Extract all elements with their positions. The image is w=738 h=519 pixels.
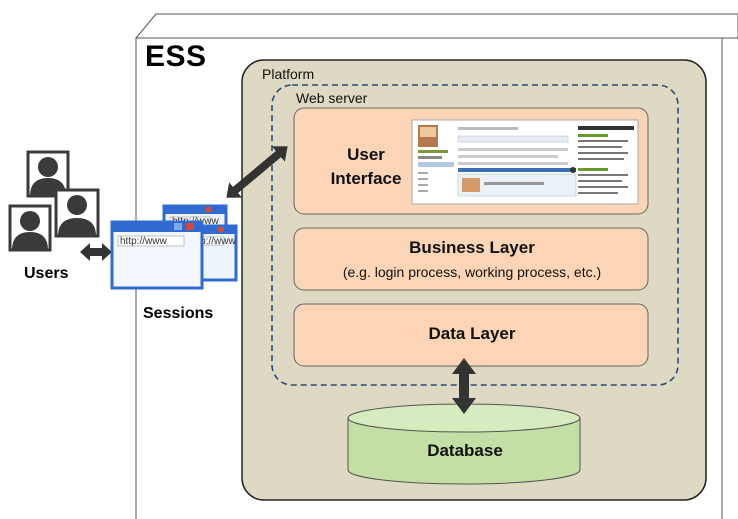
person-icon xyxy=(54,188,100,238)
sessions-label: Sessions xyxy=(143,305,214,322)
ui-layer-label: User Interface xyxy=(318,143,414,191)
web-server-label: Web server xyxy=(296,90,368,106)
web-server-box xyxy=(271,84,679,386)
screenshot-thumbnail xyxy=(411,119,639,205)
data-layer-box xyxy=(293,303,649,367)
business-layer-subtitle: (e.g. login process, working process, et… xyxy=(342,264,602,280)
double-arrow-icon xyxy=(80,243,112,261)
browser-window-icon: http://www xyxy=(110,220,204,290)
svg-text:http://www: http://www xyxy=(120,236,167,247)
svg-text:http://www: http://www xyxy=(189,236,236,247)
ui-layer-text: User Interface xyxy=(330,145,402,188)
business-layer-box xyxy=(293,227,649,291)
double-arrow-icon xyxy=(226,146,288,198)
data-layer-label: Data Layer xyxy=(428,324,516,343)
ess-box-top xyxy=(134,13,738,39)
users-label: Users xyxy=(24,265,69,282)
platform-label: Platform xyxy=(262,66,315,82)
double-arrow-icon xyxy=(452,358,476,414)
database-cylinder xyxy=(347,403,581,485)
business-layer-label: Business Layer xyxy=(409,238,535,257)
person-icon xyxy=(8,204,52,252)
ess-title: ESS xyxy=(145,40,207,73)
database-label: Database xyxy=(427,441,503,460)
